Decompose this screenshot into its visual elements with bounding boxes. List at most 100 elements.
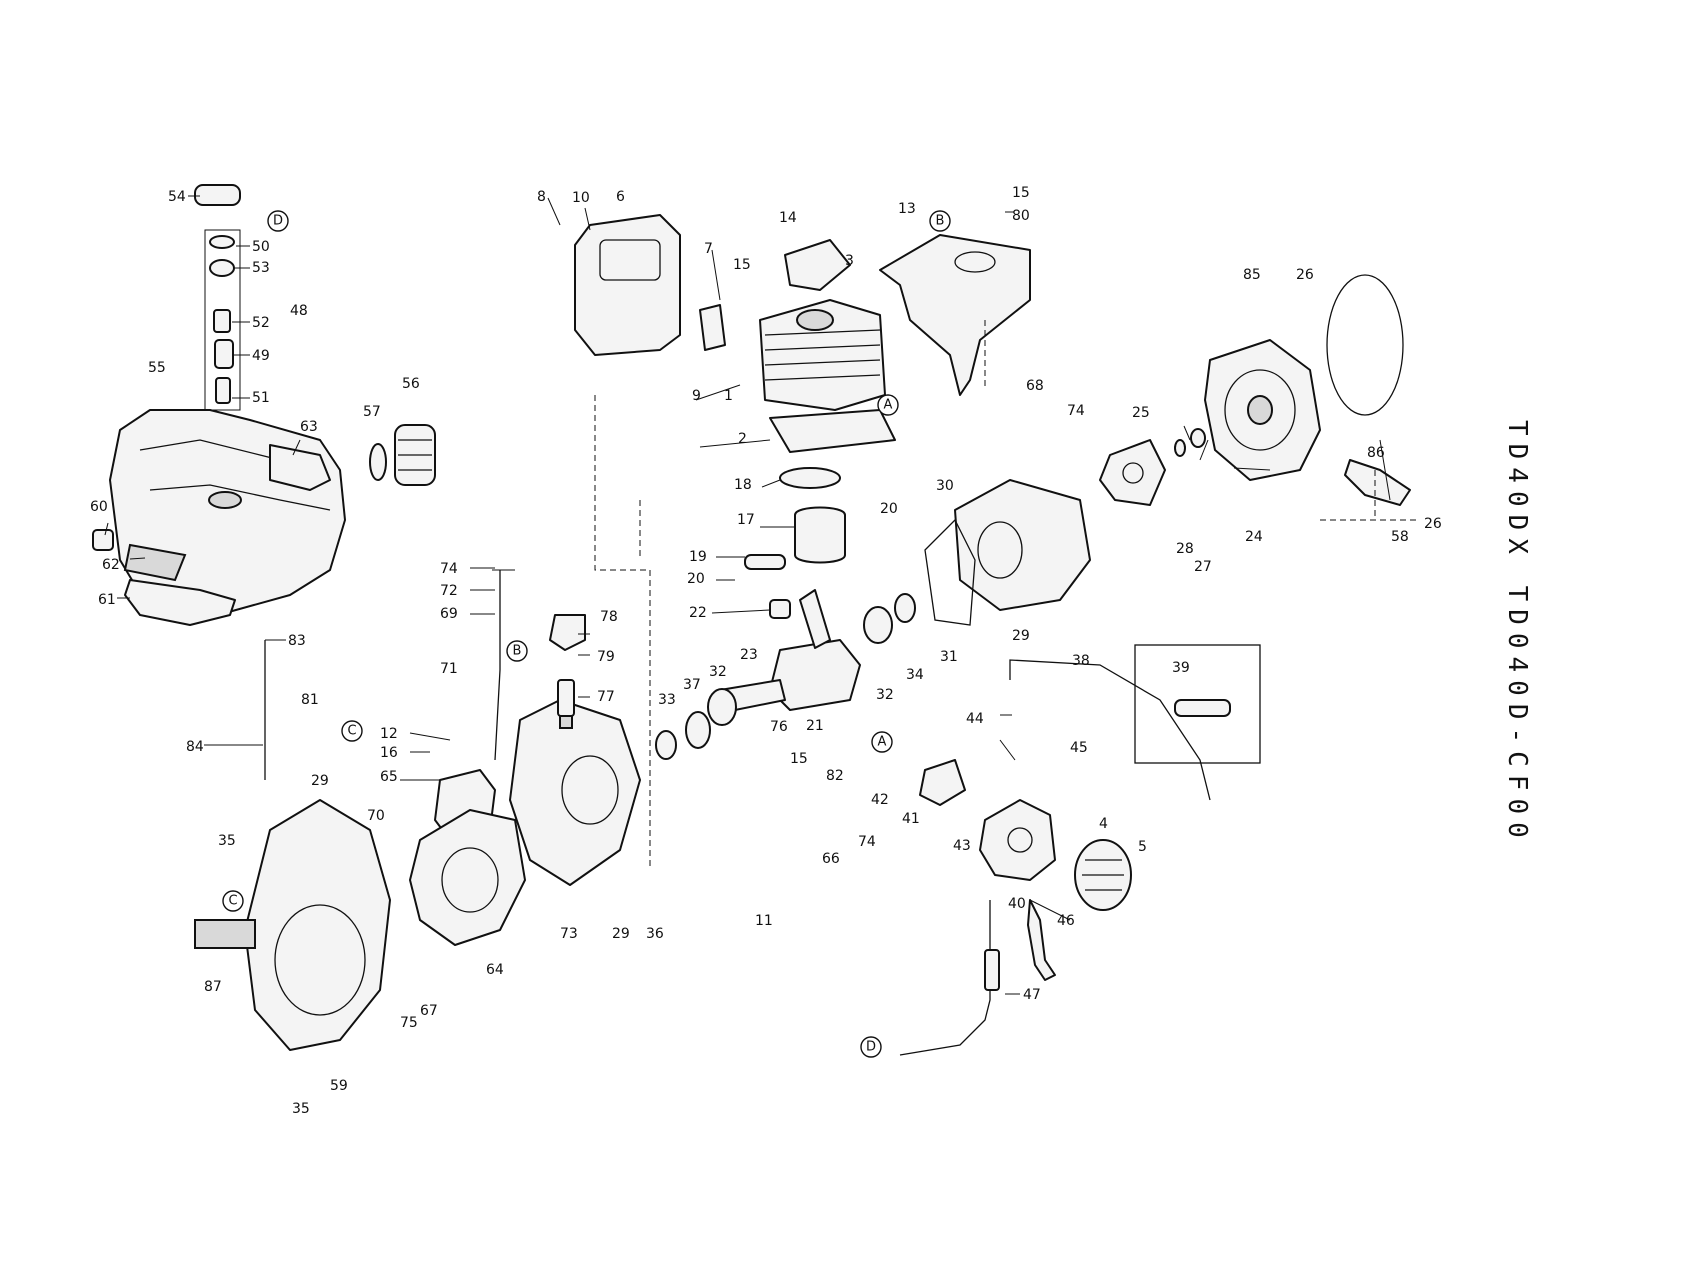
crank-bearings <box>707 593 916 726</box>
ref-mark-b-lower: B <box>506 640 528 662</box>
label-9: 9 <box>692 388 701 404</box>
model-title-text: TD40DX TD040D-CF00 <box>1502 420 1532 846</box>
cylinder-gasket <box>769 409 896 453</box>
cap-gasket <box>369 443 387 481</box>
tank-grommet <box>92 529 114 551</box>
label-72: 72 <box>440 583 458 599</box>
label-51: 51 <box>252 390 270 406</box>
label-7: 7 <box>704 241 713 257</box>
label-16: 16 <box>380 745 398 761</box>
label-69: 69 <box>440 606 458 622</box>
svg-text:C: C <box>347 724 356 739</box>
muffler <box>574 214 681 356</box>
fuel-line <box>899 900 1000 1056</box>
tank-vent-tube <box>269 444 331 491</box>
label-52: 52 <box>252 315 270 331</box>
label-49: 49 <box>252 348 270 364</box>
label-4: 4 <box>1099 816 1108 832</box>
label-3: 3 <box>845 253 854 269</box>
washers-27-28 <box>1174 428 1206 457</box>
air-filter-cover <box>1074 839 1132 911</box>
flywheel <box>409 809 526 946</box>
label-12: 12 <box>380 726 398 742</box>
oil-seal <box>655 711 711 760</box>
drain-hose <box>1027 899 1056 981</box>
label-78: 78 <box>600 609 618 625</box>
label-14: 14 <box>779 210 797 226</box>
label-32-right: 32 <box>876 687 894 703</box>
label-18: 18 <box>734 477 752 493</box>
label-48: 48 <box>290 303 308 319</box>
label-68: 68 <box>1026 378 1044 394</box>
label-85: 85 <box>1243 267 1261 283</box>
label-83: 83 <box>288 633 306 649</box>
label-45: 45 <box>1070 740 1088 756</box>
fuel-filter-stack <box>194 184 241 411</box>
label-39: 39 <box>1172 660 1190 676</box>
label-74-mid: 74 <box>858 834 876 850</box>
label-26-right: 26 <box>1424 516 1442 532</box>
label-1: 1 <box>724 388 733 404</box>
crankcase-right <box>954 479 1091 611</box>
drive-shaft-gauge <box>1326 274 1404 416</box>
label-61: 61 <box>98 592 116 608</box>
label-10: 10 <box>572 190 590 206</box>
label-47: 47 <box>1023 987 1041 1003</box>
label-33: 33 <box>658 692 676 708</box>
label-87: 87 <box>204 979 222 995</box>
label-53: 53 <box>252 260 270 276</box>
label-5: 5 <box>1138 839 1147 855</box>
label-84: 84 <box>186 739 204 755</box>
piston-pin <box>744 554 786 570</box>
label-77: 77 <box>597 689 615 705</box>
label-46: 46 <box>1057 913 1075 929</box>
crankcase-gasket <box>924 518 976 626</box>
label-20-upper: 20 <box>880 501 898 517</box>
insulator <box>919 759 966 806</box>
label-27: 27 <box>1194 559 1212 575</box>
svg-text:A: A <box>878 735 887 750</box>
label-15-top: 15 <box>1012 185 1030 201</box>
throttle-cable <box>1009 659 1211 801</box>
label-71: 71 <box>440 661 458 677</box>
label-42: 42 <box>871 792 889 808</box>
label-66: 66 <box>822 851 840 867</box>
leader-lines <box>104 195 1391 995</box>
ref-mark-c-upper: C <box>341 720 363 742</box>
label-57: 57 <box>363 404 381 420</box>
label-38: 38 <box>1072 653 1090 669</box>
label-79: 79 <box>597 649 615 665</box>
label-74-left: 74 <box>440 561 458 577</box>
label-35-upper: 35 <box>218 833 236 849</box>
label-64: 64 <box>486 962 504 978</box>
label-29-mid: 29 <box>612 926 630 942</box>
label-73: 73 <box>560 926 578 942</box>
label-43: 43 <box>953 838 971 854</box>
part-labels: 54 50 53 52 49 51 48 55 63 57 56 60 62 6… <box>90 185 1442 1117</box>
label-70: 70 <box>367 808 385 824</box>
label-28: 28 <box>1176 541 1194 557</box>
label-11: 11 <box>755 913 773 929</box>
label-30: 30 <box>936 478 954 494</box>
label-76: 76 <box>770 719 788 735</box>
label-26-top: 26 <box>1296 267 1314 283</box>
ref-mark-d-lower: D <box>860 1036 882 1058</box>
piston <box>794 506 846 564</box>
label-25: 25 <box>1132 405 1150 421</box>
label-2: 2 <box>738 431 747 447</box>
label-58: 58 <box>1391 529 1409 545</box>
clutch-housing <box>1204 339 1321 481</box>
label-17: 17 <box>737 512 755 528</box>
throttle-cable-parts-box <box>1134 644 1261 764</box>
ref-mark-a-lower: A <box>871 731 893 753</box>
label-24: 24 <box>1245 529 1263 545</box>
stop-switch-wire <box>264 570 501 780</box>
label-54: 54 <box>168 189 186 205</box>
label-59: 59 <box>330 1078 348 1094</box>
carburetor <box>979 799 1056 881</box>
handle-bracket <box>1344 459 1411 506</box>
label-15-mid: 15 <box>733 257 751 273</box>
fan-cover <box>244 799 391 1051</box>
ref-mark-a-upper: A <box>877 394 899 416</box>
label-21: 21 <box>806 718 824 734</box>
